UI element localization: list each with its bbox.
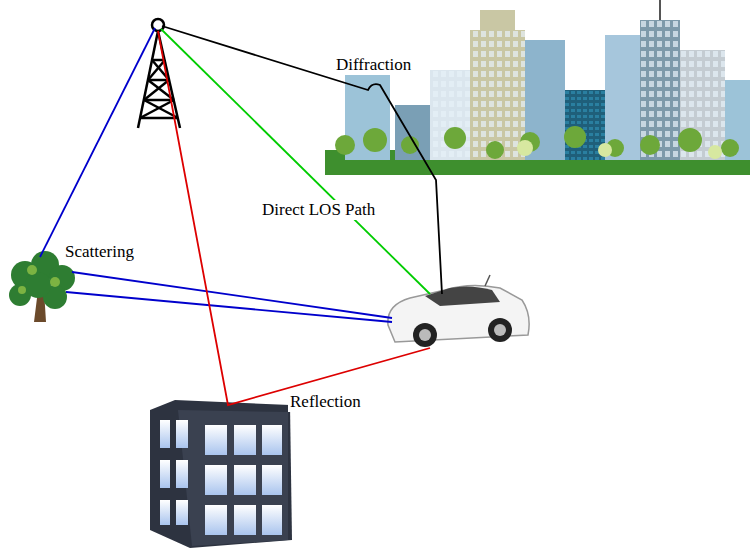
- scattering-label: Scattering: [63, 242, 136, 262]
- car: [388, 275, 529, 347]
- path-label: Direct LOS Path: [260, 200, 377, 220]
- building: [150, 400, 292, 548]
- city-skyline: [325, 0, 750, 175]
- reflection-label: Reflection: [288, 392, 363, 412]
- signal-paths: [40, 26, 442, 405]
- diffraction-label: Diffraction: [334, 55, 413, 75]
